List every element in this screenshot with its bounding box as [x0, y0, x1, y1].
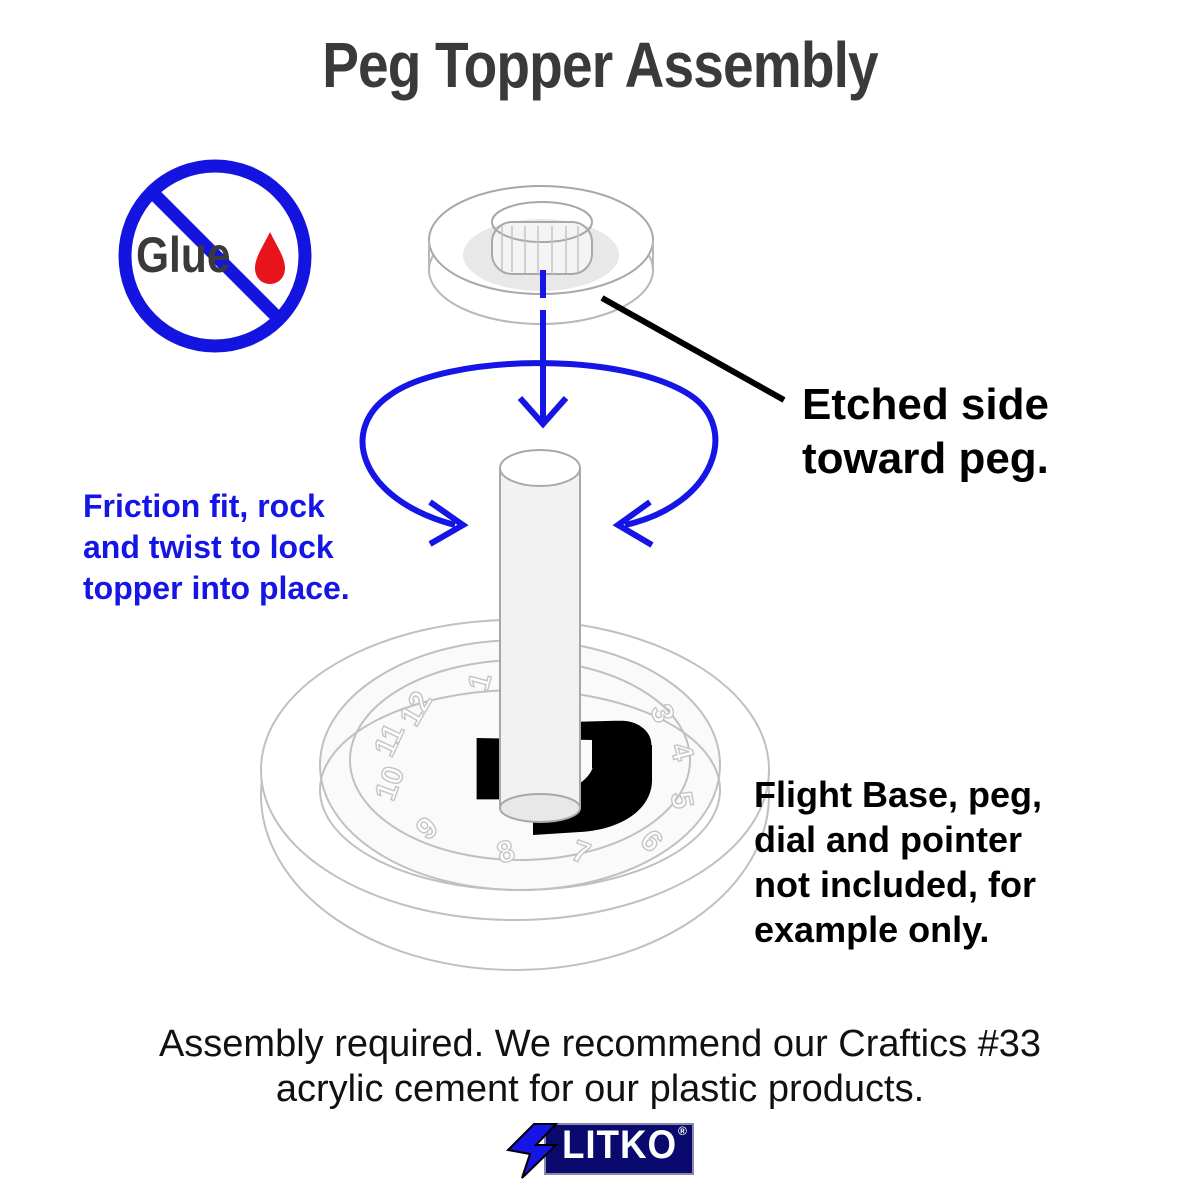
- peg-topper: [428, 185, 654, 325]
- friction-fit-callout: Friction fit, rock and twist to lock top…: [83, 486, 350, 609]
- assembly-note-line-2: acrylic cement for our plastic products.: [275, 1068, 925, 1110]
- etched-leader-line: [600, 295, 786, 403]
- etched-callout-line-2: toward peg.: [802, 434, 1049, 483]
- glue-drop-icon: [255, 232, 285, 284]
- registered-mark: ®: [678, 1124, 687, 1138]
- flight-callout-line-4: example only.: [754, 909, 990, 950]
- flight-callout-line-1: Flight Base, peg,: [754, 774, 1043, 815]
- assembly-note: Assembly required. We recommend our Craf…: [0, 1022, 1200, 1112]
- dial-number-5: 5: [664, 789, 699, 811]
- glue-label: Glue: [136, 227, 231, 283]
- assembly-note-line-1: Assembly required. We recommend our Craf…: [158, 1023, 1042, 1065]
- no-glue-icon: [118, 159, 312, 353]
- page-title: Peg Topper Assembly: [322, 29, 878, 101]
- friction-callout-line-1: Friction fit, rock: [83, 488, 325, 524]
- flight-base-callout: Flight Base, peg, dial and pointer not i…: [754, 772, 1042, 952]
- twist-arrow: [359, 360, 719, 548]
- friction-callout-line-3: topper into place.: [83, 570, 350, 606]
- peg: [499, 449, 581, 823]
- etched-callout-line-1: Etched side: [802, 380, 1049, 429]
- litko-logo: [505, 1123, 694, 1179]
- etched-side-callout: Etched side toward peg.: [802, 378, 1049, 486]
- flight-callout-line-2: dial and pointer: [754, 819, 1023, 860]
- logo-text: LITKO: [562, 1123, 677, 1167]
- lightning-icon: [505, 1123, 559, 1179]
- friction-callout-line-2: and twist to lock: [83, 529, 334, 565]
- flight-callout-line-3: not included, for: [754, 864, 1036, 905]
